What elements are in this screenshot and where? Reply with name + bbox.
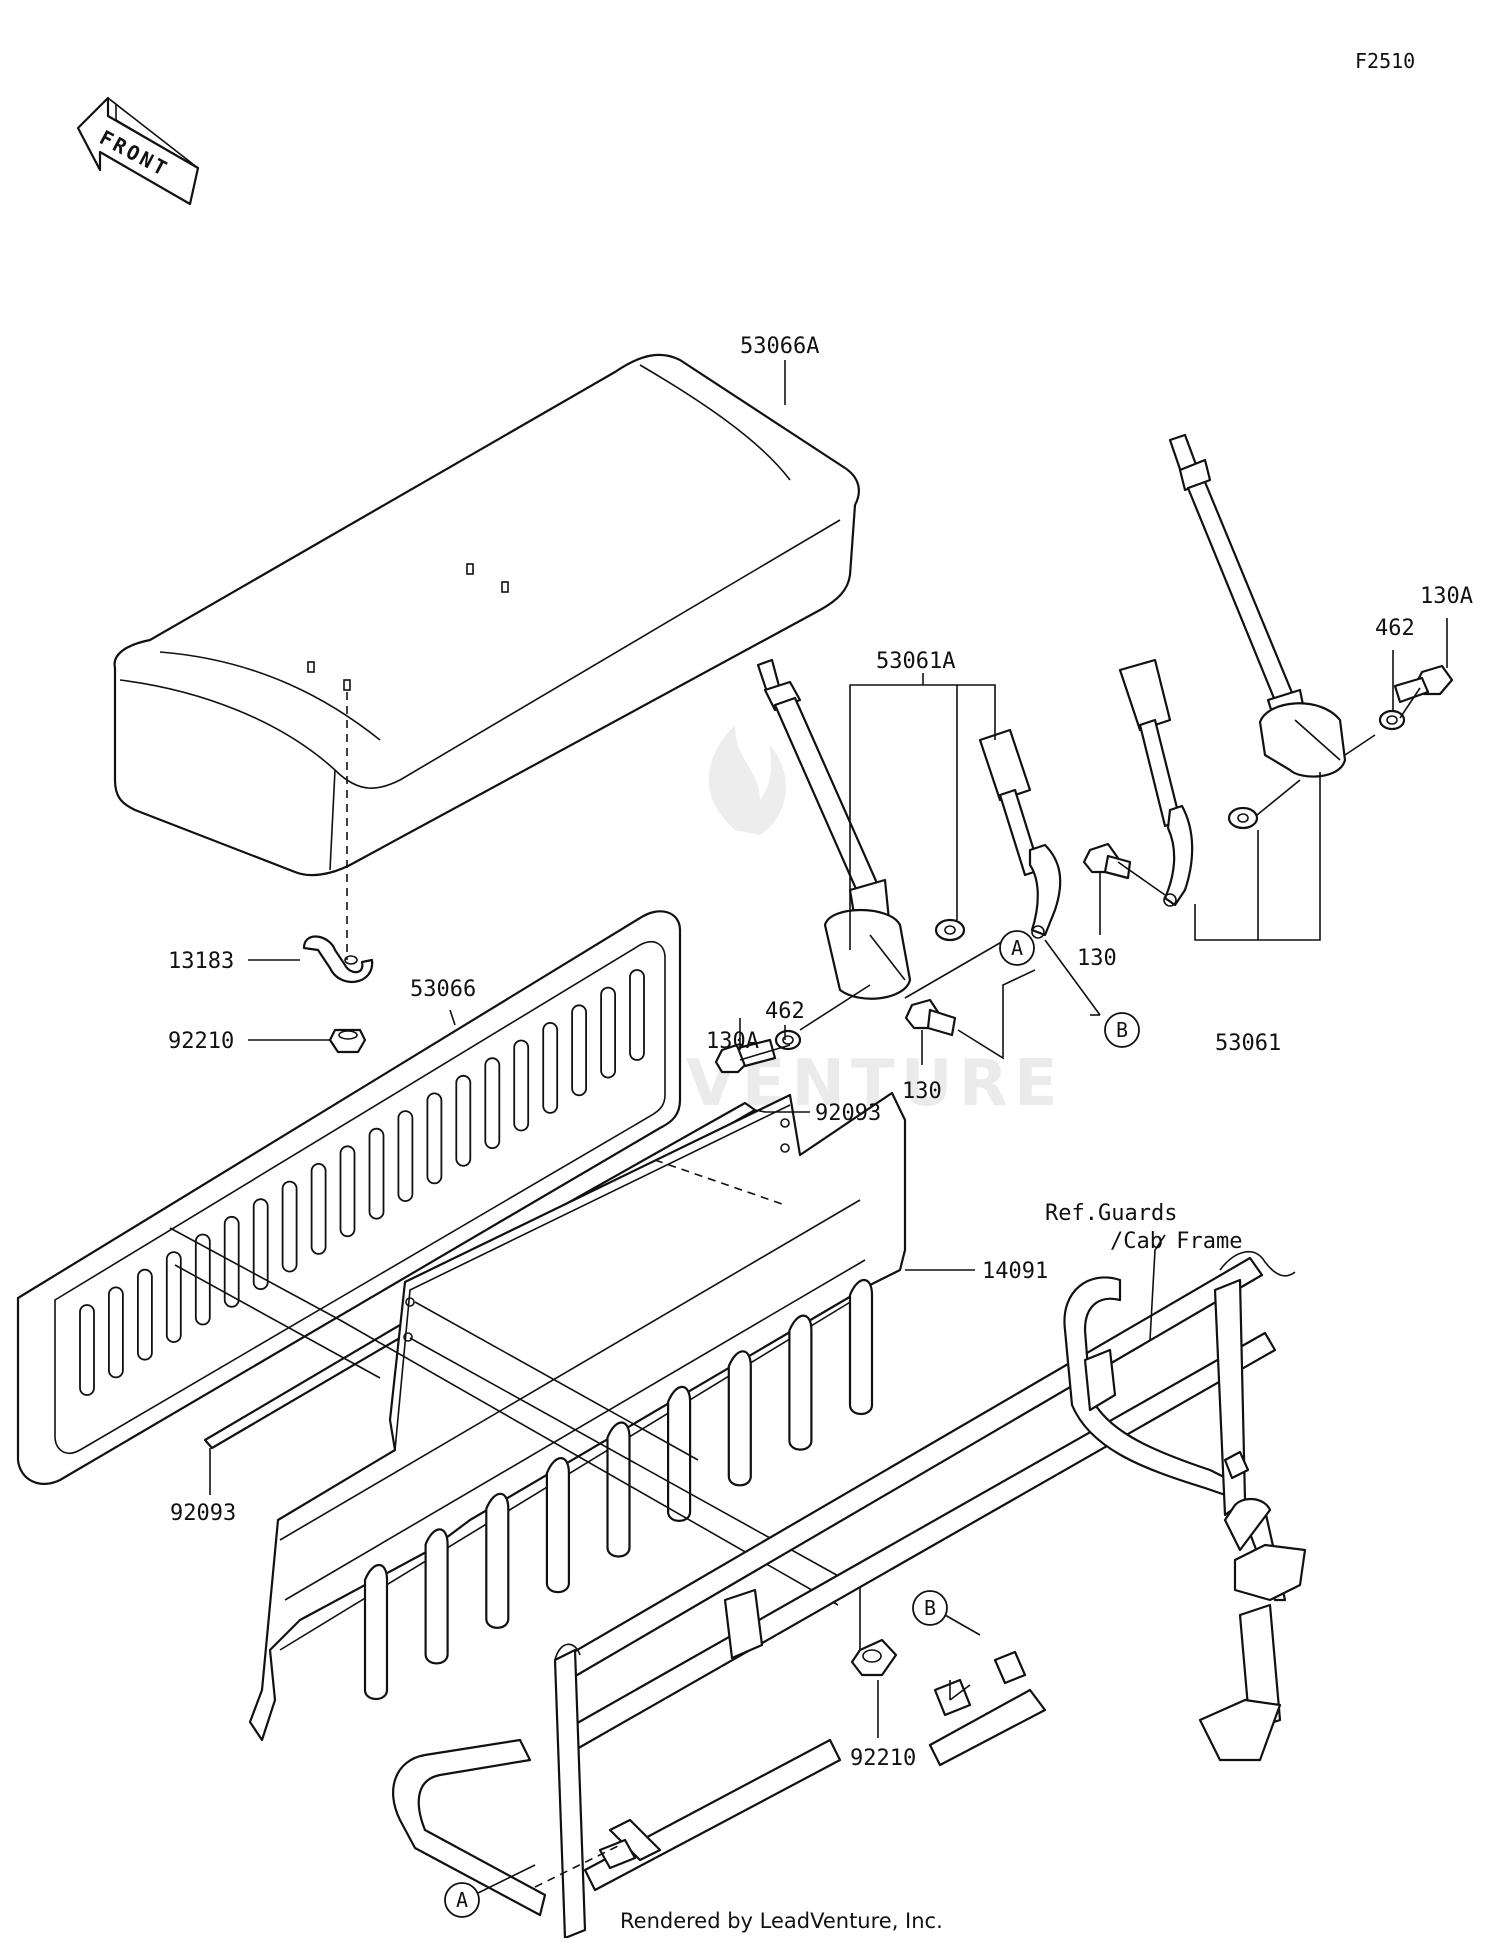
vent-slot xyxy=(136,1268,153,1361)
vent-slot xyxy=(397,1110,414,1202)
washer-large-left-belt xyxy=(934,918,966,942)
callout-b-bottom-leader xyxy=(944,1614,981,1636)
panel-rib xyxy=(727,1350,752,1487)
panel-rib xyxy=(545,1457,570,1594)
vent-slot xyxy=(600,986,616,1079)
label-130-right: 130 xyxy=(1077,946,1117,971)
vent-slot xyxy=(252,1198,269,1291)
vent-slot xyxy=(542,1022,559,1114)
vent-slot xyxy=(108,1286,124,1379)
belt-leaders xyxy=(739,687,1421,1061)
ref-note-line1: Ref.Guards xyxy=(1045,1201,1177,1226)
panel-rib xyxy=(667,1385,692,1522)
vent-slot xyxy=(310,1163,327,1255)
panel-rib xyxy=(485,1492,510,1629)
panel-rib xyxy=(788,1314,813,1451)
washer-large-right-belt xyxy=(1227,806,1259,830)
group-bracket-53061 xyxy=(1194,772,1321,941)
callout-b-top: B xyxy=(1104,1012,1140,1048)
panel-rib xyxy=(424,1528,449,1665)
label-92210-bottom: 92210 xyxy=(850,1746,916,1771)
washer-462-mid xyxy=(774,1029,802,1051)
nut-92210-top xyxy=(328,1028,367,1054)
nut-92210-bottom xyxy=(850,1638,898,1677)
panel-rib xyxy=(848,1278,874,1416)
callout-b-bottom: B xyxy=(912,1590,948,1626)
vent-slot xyxy=(339,1145,356,1238)
vent-slot xyxy=(513,1039,530,1132)
bracket-13183 xyxy=(302,935,374,983)
vent-slot xyxy=(281,1180,298,1273)
svg-text:B: B xyxy=(924,1596,936,1620)
render-credit: Rendered by LeadVenture, Inc. xyxy=(620,1909,943,1933)
vent-slot xyxy=(79,1304,95,1396)
label-92210-top: 92210 xyxy=(168,1029,234,1054)
svg-text:A: A xyxy=(456,1888,468,1912)
group-bracket-53061a xyxy=(849,673,996,950)
front-direction-arrow: FRONT xyxy=(76,96,200,206)
vent-slot xyxy=(484,1057,501,1150)
diagram-code: F2510 xyxy=(1355,49,1415,73)
label-130a-right: 130A xyxy=(1420,584,1473,609)
vent-slot xyxy=(426,1092,443,1185)
label-130-mid: 130 xyxy=(902,1079,942,1104)
label-53066a: 53066A xyxy=(740,334,819,359)
bolt-130-mid xyxy=(904,998,957,1037)
cab-frame xyxy=(392,1250,1307,1940)
vent-slot xyxy=(629,969,645,1061)
bolt-130-right xyxy=(1082,842,1132,880)
label-53066: 53066 xyxy=(410,977,476,1002)
label-leaders xyxy=(209,360,1448,1738)
seat-belt-left xyxy=(756,658,1062,1000)
vent-slot xyxy=(571,1004,587,1097)
bolt-130a-right xyxy=(1393,664,1454,704)
label-13183: 13183 xyxy=(168,949,234,974)
panel-rib xyxy=(606,1421,631,1558)
seat-belt-right xyxy=(1118,433,1347,907)
label-14091: 14091 xyxy=(982,1259,1048,1284)
vent-slot xyxy=(165,1251,182,1343)
callout-a-bottom: A xyxy=(444,1882,480,1918)
vent-slot xyxy=(368,1127,385,1220)
label-462-right: 462 xyxy=(1375,616,1415,641)
callout-a-top: A xyxy=(999,930,1035,966)
vent-slot xyxy=(455,1074,472,1167)
svg-text:A: A xyxy=(1011,936,1023,960)
panel-vent-slots xyxy=(79,969,645,1396)
label-53061: 53061 xyxy=(1215,1031,1281,1056)
label-92093-top: 92093 xyxy=(815,1101,881,1126)
callout-a-bottom-leader xyxy=(477,1864,536,1894)
svg-text:B: B xyxy=(1116,1018,1128,1042)
label-53061a: 53061A xyxy=(876,649,955,674)
ref-note-line2: /Cab Frame xyxy=(1110,1229,1242,1254)
washer-462-right xyxy=(1378,709,1406,731)
panel-rib xyxy=(363,1563,389,1701)
label-130a-mid: 130A xyxy=(706,1029,759,1054)
label-92093-left: 92093 xyxy=(170,1501,236,1526)
seat-base-panel xyxy=(16,910,682,1485)
seat-cushion xyxy=(113,353,860,960)
label-462-mid: 462 xyxy=(765,999,805,1024)
